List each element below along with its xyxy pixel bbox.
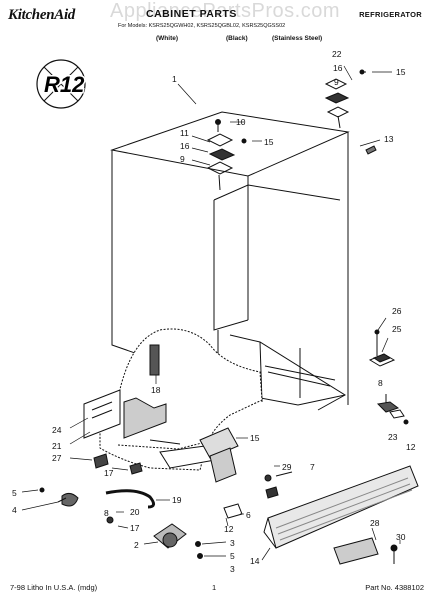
callout-28: 28: [370, 518, 380, 528]
callout-7: 7: [310, 462, 315, 472]
part-14-grille: [263, 465, 419, 549]
callout-1: 1: [172, 74, 177, 84]
callout-16: 16: [333, 63, 343, 73]
callout-17: 17: [104, 468, 114, 478]
callout-20: 20: [130, 507, 140, 517]
part-13: [365, 145, 377, 155]
part-2-3: [153, 523, 203, 559]
callout-labels: 1 22 16 9 15 10 11 16 15 9 13 26 25 18 8…: [12, 49, 416, 574]
callout-16b: 16: [180, 141, 190, 151]
callout-22: 22: [332, 49, 342, 59]
part-27: [199, 427, 239, 483]
callout-11: 11: [180, 128, 189, 138]
badge-text: R12: [44, 72, 85, 97]
top-hinge-center: [206, 119, 247, 191]
callout-6: 6: [246, 510, 251, 520]
callout-24: 24: [52, 425, 62, 435]
top-hinge-right: [324, 69, 366, 129]
callout-10: 10: [236, 117, 246, 127]
cabinet-shell: [110, 111, 350, 411]
part-4-5: [39, 487, 79, 507]
callout-3: 3: [230, 538, 235, 548]
footer-part-number: Part No. 4388102: [365, 583, 424, 592]
callout-19: 19: [172, 495, 182, 505]
watermark: AppliancePartsPros.com: [110, 0, 340, 22]
callout-4: 4: [12, 505, 17, 515]
color-stainless: (Stainless Steel): [272, 35, 323, 42]
category-label: REFRIGERATOR: [359, 10, 422, 19]
leader-lines: [21, 65, 401, 561]
callout-23: 27: [52, 453, 62, 463]
callout-26: 26: [392, 306, 402, 316]
callout-17b: 17: [130, 523, 140, 533]
callout-5: 5: [12, 488, 17, 498]
page-title: CABINET PARTS: [146, 8, 237, 20]
part-8-screw: [106, 516, 114, 524]
part-23: [93, 453, 109, 469]
footer-page-number: 1: [212, 583, 217, 592]
callout-12: 23: [388, 432, 398, 442]
part-20-tube: [105, 489, 155, 509]
callout-15c: 12: [406, 442, 416, 452]
callout-18: 18: [151, 385, 161, 395]
callout-9: 9: [334, 77, 339, 87]
callout-29: 29: [282, 462, 292, 472]
color-white: (White): [156, 35, 179, 42]
part-25-26: [368, 329, 396, 367]
callout-2: 2: [134, 540, 139, 550]
part-18: [149, 344, 160, 376]
part-8-12-15-right: [376, 394, 409, 425]
r12-badge: R12: [36, 59, 87, 109]
footer-litho: 7-98 Litho In U.S.A. (mdg): [10, 583, 98, 592]
part-28-30: [333, 537, 398, 565]
callout-5b: 5: [230, 551, 235, 561]
callout-15: 15: [396, 67, 406, 77]
part-17: [129, 462, 143, 475]
callout-25: 25: [392, 324, 402, 334]
brand-logo: KitchenAid: [8, 7, 76, 23]
callout-3b: 3: [230, 564, 235, 574]
callout-8: 8: [378, 378, 383, 388]
callout-14: 14: [250, 556, 260, 566]
part-29-7-6: [223, 471, 293, 519]
callout-12b: 12: [224, 524, 234, 534]
callout-30: 30: [396, 532, 406, 542]
color-black: (Black): [226, 35, 248, 42]
machine-compartment: [83, 328, 263, 471]
callout-27: 15: [250, 433, 260, 443]
callout-13: 13: [384, 134, 394, 144]
callout-15b: 15: [264, 137, 274, 147]
callout-21: 21: [52, 441, 62, 451]
model-list: For Models: KSRS25QGWH02, KSRS25QGBL02, …: [118, 23, 286, 29]
callout-8b: 8: [104, 508, 109, 518]
callout-9b: 9: [180, 154, 185, 164]
